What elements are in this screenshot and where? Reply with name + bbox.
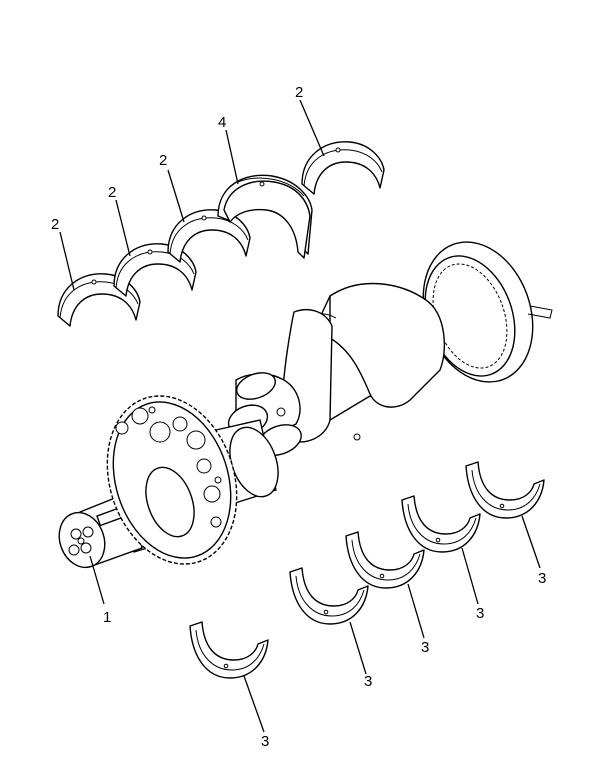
- callout-3-d: 3: [476, 605, 484, 622]
- lower-bearing-shell-1: [189, 621, 269, 679]
- upper-bearing-shell-3: [167, 209, 251, 263]
- callout-2-b: 2: [108, 184, 116, 201]
- callout-3-e: 3: [538, 570, 546, 587]
- lower-bearing-shell-4: [401, 495, 481, 553]
- callout-3-c: 3: [421, 639, 429, 656]
- lower-bearing-shell-3: [345, 531, 425, 589]
- callout-1: 1: [103, 609, 111, 626]
- flywheel-flange: [422, 241, 553, 383]
- crankshaft-gear: [106, 395, 238, 565]
- upper-bearing-shell-5: [301, 141, 385, 195]
- upper-bearing-shell-2: [113, 243, 197, 297]
- callout-3-a: 3: [261, 733, 269, 750]
- lower-bearing-shell-2: [289, 567, 369, 625]
- lower-bearing-shell-5: [465, 461, 545, 519]
- callout-4: 4: [218, 114, 226, 131]
- thrust-bearing-shell: [217, 174, 313, 259]
- callout-2-c: 2: [159, 152, 167, 169]
- callout-3-b: 3: [364, 673, 372, 690]
- leader-lines: [59, 99, 541, 733]
- callout-2-a: 2: [51, 216, 59, 233]
- callout-2-d: 2: [295, 84, 303, 101]
